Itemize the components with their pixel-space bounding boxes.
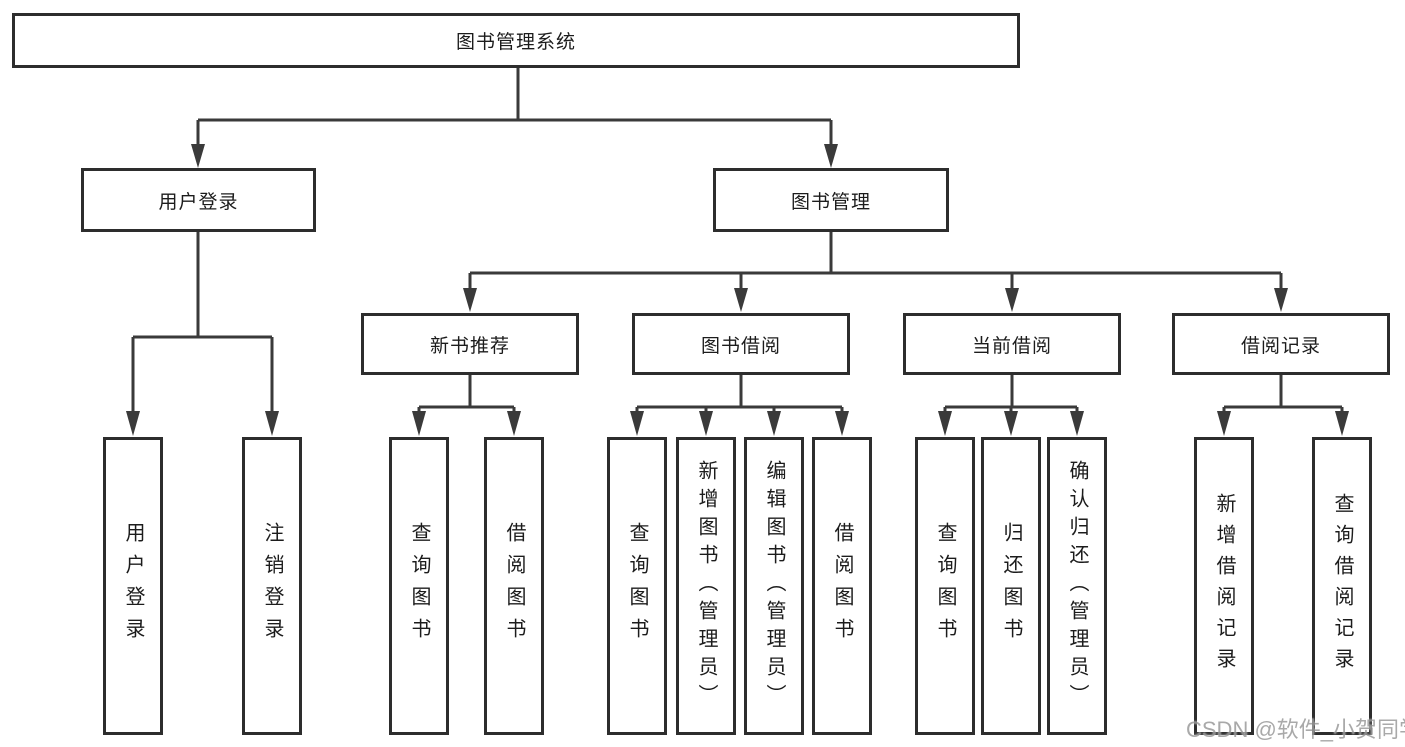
leaf-add-borrow-record: 新增借阅记录 [1194, 437, 1254, 735]
leaf-borrow-books-1: 借阅图书 [484, 437, 544, 735]
node-current-borrowing-label: 当前借阅 [971, 335, 1052, 357]
leaf-borrow-books-1-label: 借阅图书 [503, 522, 525, 650]
node-borrowing-records-label: 借阅记录 [1240, 335, 1321, 357]
leaf-query-borrow-record-label: 查询借阅记录 [1331, 493, 1353, 679]
leaf-edit-books-admin-label: 编辑图书（管理员） [763, 460, 785, 712]
node-book-borrowing: 图书借阅 [632, 313, 850, 375]
node-root: 图书管理系统 [12, 13, 1020, 68]
connector-records-to-leaves [1217, 375, 1349, 436]
node-book-management: 图书管理 [713, 168, 949, 232]
leaf-return-books: 归还图书 [981, 437, 1041, 735]
connector-user-login-to-leaves [126, 232, 279, 436]
connector-current-borrow-to-leaves [938, 375, 1084, 436]
leaf-return-books-label: 归还图书 [1000, 522, 1022, 650]
leaf-add-books-admin: 新增图书（管理员） [676, 437, 736, 735]
leaf-query-books-1: 查询图书 [389, 437, 449, 735]
leaf-logout: 注销登录 [242, 437, 302, 735]
node-root-label: 图书管理系统 [455, 32, 576, 53]
leaf-confirm-return-admin: 确认归还（管理员） [1047, 437, 1107, 735]
node-new-book-recommend-label: 新书推荐 [429, 335, 510, 357]
leaf-query-books-3-label: 查询图书 [934, 522, 956, 650]
leaf-user-login-label: 用户登录 [122, 522, 144, 650]
leaf-query-books-3: 查询图书 [915, 437, 975, 735]
leaf-borrow-books-2-label: 借阅图书 [831, 522, 853, 650]
leaf-edit-books-admin: 编辑图书（管理员） [744, 437, 804, 735]
leaf-query-books-2: 查询图书 [607, 437, 667, 735]
node-current-borrowing: 当前借阅 [903, 313, 1121, 375]
node-user-login: 用户登录 [81, 168, 316, 232]
leaf-query-books-1-label: 查询图书 [408, 522, 430, 650]
node-book-management-label: 图书管理 [790, 191, 871, 213]
leaf-add-borrow-record-label: 新增借阅记录 [1213, 493, 1235, 679]
leaf-query-books-2-label: 查询图书 [626, 522, 648, 650]
leaf-user-login: 用户登录 [103, 437, 163, 735]
connector-book-borrow-to-leaves [630, 375, 849, 436]
leaf-query-borrow-record: 查询借阅记录 [1312, 437, 1372, 735]
connector-book-mgmt-to-level3 [463, 232, 1288, 312]
node-borrowing-records: 借阅记录 [1172, 313, 1390, 375]
leaf-logout-label: 注销登录 [261, 522, 283, 650]
leaf-add-books-admin-label: 新增图书（管理员） [695, 460, 717, 712]
csdn-watermark: CSDN @软件_小贺同学 [1186, 717, 1405, 742]
node-user-login-label: 用户登录 [158, 191, 239, 213]
leaf-confirm-return-admin-label: 确认归还（管理员） [1066, 460, 1088, 712]
connector-new-book-to-leaves [412, 375, 521, 436]
node-book-borrowing-label: 图书借阅 [700, 335, 781, 357]
connector-root-to-level2 [191, 68, 838, 168]
node-new-book-recommend: 新书推荐 [361, 313, 579, 375]
leaf-borrow-books-2: 借阅图书 [812, 437, 872, 735]
